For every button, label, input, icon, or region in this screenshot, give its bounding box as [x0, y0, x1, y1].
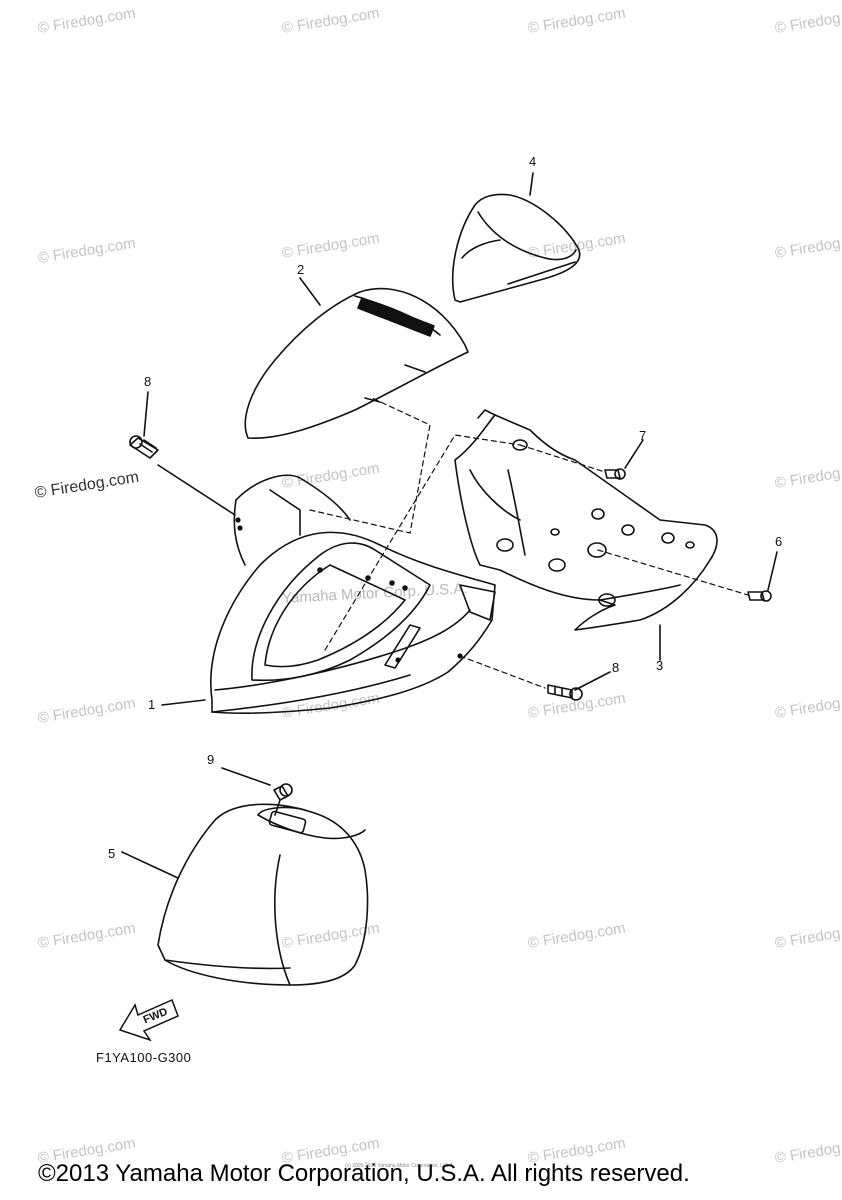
fwd-arrow-icon — [118, 998, 179, 1042]
callout-8: 8 — [612, 660, 620, 675]
part-5-front-fender — [157, 803, 369, 986]
screw-6 — [747, 590, 772, 602]
screw-8-left — [129, 435, 159, 459]
callout-9: 9 — [207, 752, 215, 767]
part-1-front-cover — [210, 474, 496, 715]
screw-7 — [604, 468, 626, 480]
callout-7: 7 — [639, 428, 647, 443]
screw-9 — [273, 783, 293, 816]
part-3-inner-panel — [454, 409, 718, 631]
part-2-meter-cover — [244, 287, 469, 439]
diagram-code: F1YA100-G300 — [96, 1050, 192, 1065]
callout-3: 3 — [656, 658, 664, 673]
callout-4: 4 — [529, 154, 537, 169]
callout-2: 2 — [297, 262, 305, 277]
callout-8: 8 — [144, 374, 152, 389]
tiny-credit: (c) 2005-2016 Yamaha Motor Corporation, … — [345, 1163, 455, 1169]
callout-6: 6 — [775, 534, 783, 549]
callout-1: 1 — [148, 697, 156, 712]
screw-8-right — [547, 684, 583, 701]
part-4-cover — [452, 193, 581, 303]
callout-5: 5 — [108, 846, 116, 861]
copyright-notice: ©2013 Yamaha Motor Corporation, U.S.A. A… — [38, 1160, 690, 1187]
